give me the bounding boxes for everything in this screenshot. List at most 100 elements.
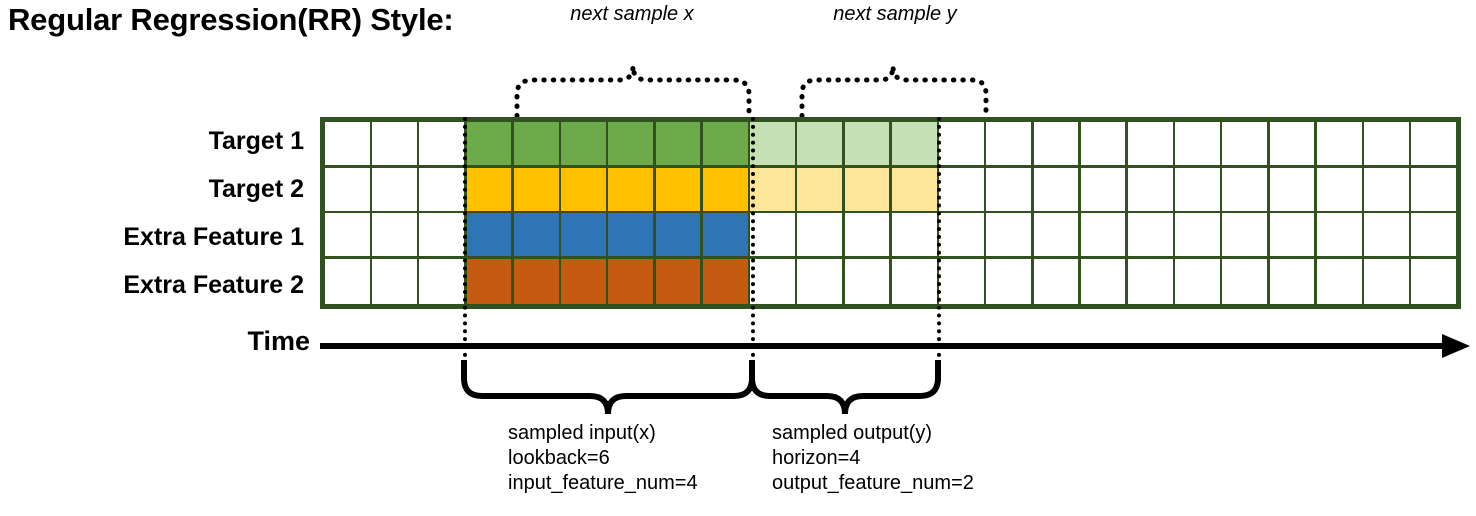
grid-cell	[325, 213, 370, 256]
grid-cell	[844, 213, 890, 256]
grid-cell	[1127, 167, 1173, 211]
grid-cell	[513, 258, 559, 304]
row-label-target-2: Target 2	[208, 175, 304, 203]
grid-cell	[1127, 258, 1173, 304]
grid-cell	[419, 122, 465, 165]
grid-cell	[939, 213, 984, 256]
grid-cell	[750, 258, 795, 304]
grid-cell	[1033, 122, 1079, 165]
grid-cell	[1269, 167, 1315, 211]
grid-cell	[513, 167, 559, 211]
row-label-extra-feature-1: Extra Feature 1	[123, 223, 304, 251]
grid-cell	[1411, 213, 1457, 256]
grid-cell	[797, 167, 843, 211]
grid-cell	[1364, 167, 1409, 211]
grid-cell	[372, 122, 417, 165]
grid-cell	[466, 122, 512, 165]
grid-cell	[1175, 122, 1220, 165]
caption-input-line-2: lookback=6	[508, 447, 610, 469]
grid-cell	[1269, 258, 1315, 304]
row-label-extra-feature-2: Extra Feature 2	[123, 271, 304, 299]
grid-cell	[608, 258, 654, 304]
grid-cell	[891, 167, 937, 211]
grid-cell	[1364, 213, 1409, 256]
grid-cell	[702, 167, 748, 211]
caption-input-line-3: input_feature_num=4	[508, 472, 698, 494]
grid-cell	[561, 122, 606, 165]
grid-cell	[1411, 258, 1457, 304]
grid-cell	[702, 122, 748, 165]
grid-cell	[513, 122, 559, 165]
brace-next-sample-y	[799, 65, 989, 119]
grid-cell	[750, 122, 795, 165]
grid-cell	[844, 122, 890, 165]
grid-row-target-1	[325, 122, 1457, 168]
grid-cell	[1269, 122, 1315, 165]
grid-cell	[561, 258, 606, 304]
grid-cell	[1080, 213, 1126, 256]
grid-cell	[1033, 213, 1079, 256]
grid-cell	[466, 258, 512, 304]
grid-cell	[1316, 122, 1362, 165]
grid-cell	[1222, 122, 1268, 165]
grid-cell	[372, 213, 417, 256]
guide-input-output-boundary	[751, 117, 755, 365]
grid-cell	[702, 258, 748, 304]
grid-cell	[1175, 167, 1220, 211]
grid-cell	[608, 213, 654, 256]
grid-cell	[986, 258, 1032, 304]
grid-cell	[1364, 258, 1409, 304]
grid-cell	[891, 122, 937, 165]
grid-cell	[1316, 258, 1362, 304]
grid-cell	[372, 167, 417, 211]
grid-cell	[797, 213, 843, 256]
grid-cell	[372, 258, 417, 304]
annotation-next-sample-x: next sample x	[570, 3, 694, 25]
brace-next-sample-x	[514, 65, 752, 119]
caption-output-line-3: output_feature_num=2	[772, 472, 974, 494]
grid-cell	[325, 258, 370, 304]
grid-cell	[702, 213, 748, 256]
grid-cell	[1269, 213, 1315, 256]
grid-cell	[1175, 258, 1220, 304]
caption-sampled-output: sampled output(y) horizon=4 output_featu…	[772, 421, 974, 496]
grid-row-extra-feature-1	[325, 213, 1457, 259]
grid-cell	[1127, 213, 1173, 256]
grid-cell	[750, 167, 795, 211]
grid-cell	[1411, 122, 1457, 165]
grid-cell	[655, 167, 701, 211]
grid-cell	[939, 167, 984, 211]
grid-cell	[1222, 213, 1268, 256]
caption-output-line-1: sampled output(y)	[772, 422, 933, 444]
timeseries-grid	[320, 117, 1461, 309]
caption-output-line-2: horizon=4	[772, 447, 861, 469]
grid-cell	[844, 167, 890, 211]
grid-cell	[797, 258, 843, 304]
grid-cell	[1316, 213, 1362, 256]
annotation-next-sample-y: next sample y	[833, 3, 957, 25]
grid-cell	[1127, 122, 1173, 165]
grid-cell	[325, 167, 370, 211]
caption-input-line-1: sampled input(x)	[508, 422, 656, 444]
grid-cell	[608, 122, 654, 165]
time-axis-label: Time	[247, 326, 310, 356]
grid-cell	[1175, 213, 1220, 256]
guide-input-start	[463, 117, 467, 365]
grid-cell	[986, 167, 1032, 211]
row-label-target-1: Target 1	[208, 127, 304, 155]
grid-cell	[655, 122, 701, 165]
grid-cell	[419, 258, 465, 304]
grid-cell	[655, 213, 701, 256]
grid-cell	[1080, 167, 1126, 211]
grid-cell	[891, 258, 937, 304]
grid-cell	[891, 213, 937, 256]
grid-cell	[561, 213, 606, 256]
grid-row-target-2	[325, 167, 1457, 214]
grid-cell	[608, 167, 654, 211]
grid-cell	[986, 213, 1032, 256]
grid-cell	[1222, 167, 1268, 211]
page-title: Regular Regression(RR) Style:	[8, 2, 454, 37]
grid-cell	[655, 258, 701, 304]
grid-cell	[561, 167, 606, 211]
